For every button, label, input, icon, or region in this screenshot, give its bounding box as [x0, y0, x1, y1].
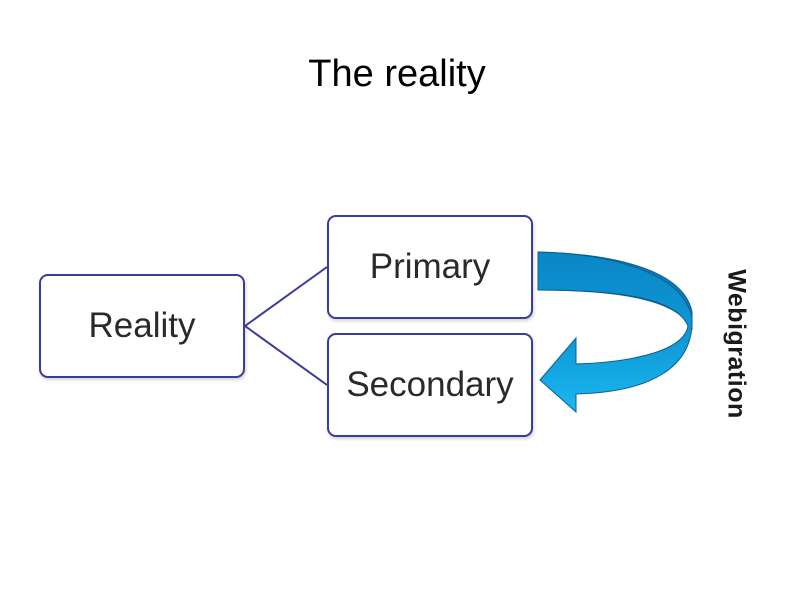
node-reality-label: Reality	[88, 306, 196, 345]
webigration-arrow-body	[537, 251, 693, 414]
node-secondary: Secondary	[327, 333, 533, 437]
node-primary-label: Primary	[369, 247, 491, 286]
webigration-label: Webigration	[722, 269, 751, 419]
node-primary: Primary	[327, 215, 533, 319]
slide-title: The reality	[308, 53, 486, 95]
connector-to-secondary	[244, 325, 328, 386]
connector-to-primary	[244, 266, 328, 327]
node-secondary-label: Secondary	[346, 365, 514, 404]
node-reality: Reality	[39, 274, 245, 378]
